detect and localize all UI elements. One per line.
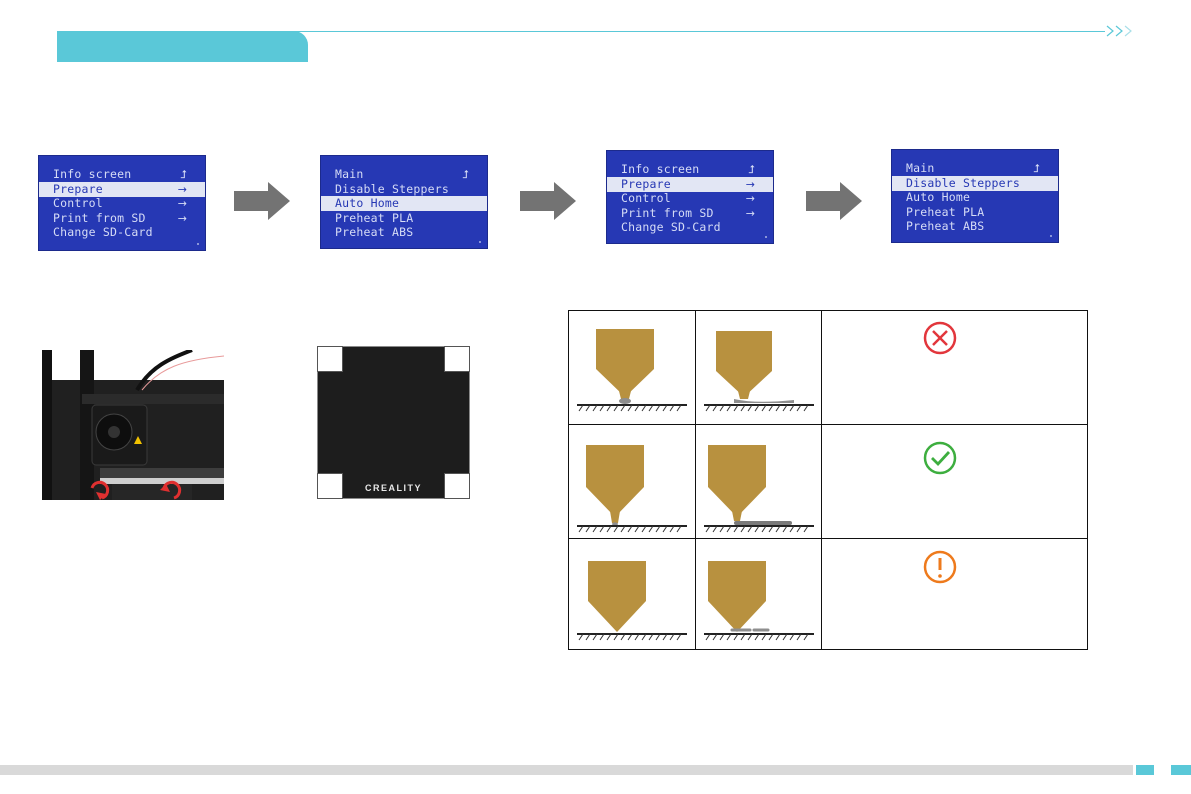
lcd-menu-label: Preheat PLA [906,205,984,220]
lcd-submenu-arrow-icon: → [178,182,187,197]
lcd-menu-label: Prepare [53,182,103,197]
lcd-menu-item: Preheat ABS [321,225,487,240]
section-header-tab [57,31,308,62]
lcd-menu-label: Main [906,161,935,176]
lcd-menu-item: Disable Steppers [321,182,487,197]
lcd-menu-label: Disable Steppers [335,182,449,197]
lcd-submenu-arrow-icon: → [178,196,187,211]
footer-accent [1171,765,1191,775]
lcd-menu-label: Print from SD [53,211,146,226]
status-cell-error [822,311,1088,425]
lcd-back-icon: ⮥ [749,162,756,177]
lcd-menu-item: Info screen ⮥ [39,167,205,182]
lcd-menu-label: Preheat ABS [906,219,984,234]
lcd-indicator-dot [197,243,199,245]
lcd-submenu-arrow-icon: → [746,206,755,221]
lcd-menu-item: Auto Home [321,196,487,211]
lcd-menu-item: Preheat PLA [892,205,1058,220]
lcd-submenu-arrow-icon: → [178,211,187,226]
header-rule [57,31,1105,32]
lcd-menu-label: Change SD-Card [53,225,153,240]
nozzle-leveling-table [568,310,1088,650]
lcd-indicator-dot [1050,235,1052,237]
arrow-right-icon [234,182,290,220]
lcd-submenu-arrow-icon: → [746,177,755,192]
lcd-menu-label: Control [621,191,671,206]
lcd-menu-item: Main ⮥ [892,161,1058,176]
nozzle-cell-too-far-line [696,539,822,650]
lcd-menu-item: Main ⮥ [321,167,487,182]
lcd-menu-item: Info screen ⮥ [607,162,773,177]
lcd-menu-label: Control [53,196,103,211]
check-circle-icon [822,425,1088,539]
lcd-menu-label: Prepare [621,177,671,192]
lcd-menu-item: Auto Home [892,190,1058,205]
nozzle-cell-too-far-dot [569,539,696,650]
lcd-screen-info-menu-2: Info screen⮥Prepare→Control→Print from S… [606,150,774,244]
printer-hotend-photo [42,350,224,500]
footer-accent [1136,765,1154,775]
lcd-indicator-dot [765,236,767,238]
lcd-menu-label: Preheat ABS [335,225,413,240]
lcd-menu-item: Print from SD → [39,211,205,226]
nozzle-cell-too-close-line [696,311,822,425]
lcd-menu-label: Info screen [53,167,131,182]
lcd-menu-item: Prepare → [607,177,773,192]
status-cell-warning [822,539,1088,650]
nozzle-cell-too-close-dot [569,311,696,425]
bed-corner-front-right [444,346,470,372]
lcd-menu-item: Preheat PLA [321,211,487,226]
bed-logo: CREALITY [318,483,469,493]
lcd-back-icon: ⮥ [463,167,470,182]
print-bed-diagram: CREALITY [317,346,470,499]
lcd-menu-item: Change SD-Card [607,220,773,235]
lcd-menu-item: Preheat ABS [892,219,1058,234]
lcd-menu-label: Main [335,167,364,182]
bed-corner-front-left [317,346,343,372]
lcd-menu-label: Info screen [621,162,699,177]
lcd-menu-label: Preheat PLA [335,211,413,226]
lcd-menu-label: Auto Home [906,190,970,205]
lcd-submenu-arrow-icon: → [746,191,755,206]
lcd-menu-item: Print from SD → [607,206,773,221]
arrow-right-icon [806,182,862,220]
lcd-back-icon: ⮥ [181,167,188,182]
lcd-menu-item: Prepare → [39,182,205,197]
chevron-right-icon [1103,21,1143,41]
nozzle-cell-correct-dot [569,425,696,539]
lcd-menu-item: Control → [607,191,773,206]
exclamation-circle-icon [822,539,1088,650]
lcd-menu-label: Change SD-Card [621,220,721,235]
lcd-menu-item: Disable Steppers [892,176,1058,191]
lcd-menu-label: Print from SD [621,206,714,221]
lcd-back-icon: ⮥ [1034,161,1041,176]
lcd-menu-item: Control → [39,196,205,211]
lcd-menu-label: Disable Steppers [906,176,1020,191]
lcd-menu-item: Change SD-Card [39,225,205,240]
arrow-right-icon [520,182,576,220]
lcd-indicator-dot [479,241,481,243]
footer-bar [0,765,1133,775]
lcd-menu-label: Auto Home [335,196,399,211]
nozzle-cell-correct-line [696,425,822,539]
x-circle-icon [822,311,1088,425]
status-cell-ok [822,425,1088,539]
lcd-screen-info-menu: Info screen⮥Prepare→Control→Print from S… [38,155,206,251]
